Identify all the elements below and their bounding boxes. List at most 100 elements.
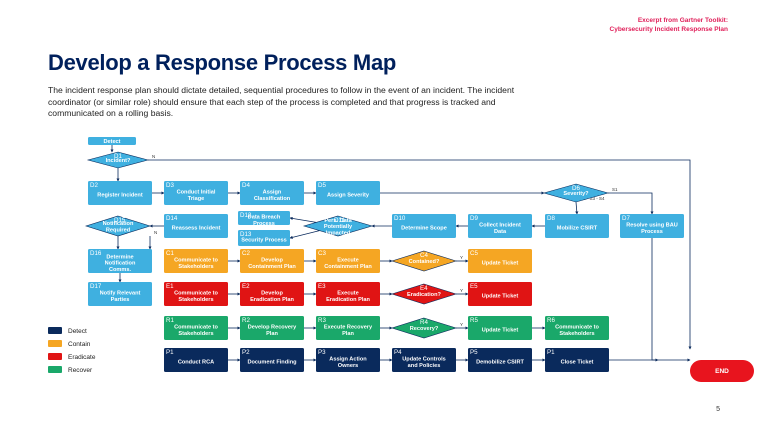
node-label: Conduct RCA bbox=[178, 360, 214, 366]
node-shape bbox=[542, 183, 610, 203]
edge-line bbox=[651, 238, 659, 362]
node-code: C2 bbox=[242, 250, 250, 257]
node-label-line: Determine Scope bbox=[401, 226, 447, 232]
node-label: Detect bbox=[103, 139, 120, 145]
node-label-line: Potentially bbox=[324, 224, 353, 230]
edge-line bbox=[575, 201, 579, 215]
page-number: 5 bbox=[716, 406, 720, 413]
node-code: D17 bbox=[90, 283, 102, 290]
node-label-line: Develop Recovery bbox=[248, 325, 297, 331]
edge-E4-E5: Y bbox=[456, 288, 469, 296]
node-label-line: Register Incident bbox=[97, 193, 143, 199]
node-code: D6 bbox=[572, 185, 580, 192]
node-label-line: Determine bbox=[106, 255, 133, 261]
node-label-line: Resolve using BAU bbox=[626, 223, 678, 229]
node-label-line: Conduct RCA bbox=[178, 360, 214, 366]
node-shape bbox=[240, 316, 304, 340]
node-shape bbox=[240, 348, 304, 372]
node-code: E4 bbox=[420, 285, 428, 292]
node-code: R2 bbox=[242, 317, 250, 324]
node-shape bbox=[164, 181, 228, 205]
node-code: D2 bbox=[90, 182, 98, 189]
legend-label: Recover bbox=[68, 367, 93, 374]
node-label: Register Incident bbox=[97, 193, 143, 199]
node-label-line: Reassess Incident bbox=[172, 226, 221, 232]
page-title: Develop a Response Process Map bbox=[48, 50, 397, 75]
edge-label: Y bbox=[460, 322, 463, 327]
node-label-line: Severity? bbox=[563, 191, 589, 197]
node-code: E5 bbox=[470, 283, 478, 290]
node-label-line: Triage bbox=[188, 196, 204, 202]
node-label-line: Develop bbox=[261, 258, 283, 264]
node-label-line: Stakeholders bbox=[178, 331, 213, 337]
node-label-line: Notification bbox=[103, 221, 134, 227]
node-shape bbox=[84, 215, 152, 237]
legend-swatch bbox=[48, 366, 62, 373]
node-shape bbox=[240, 282, 304, 306]
node-label: Determine Scope bbox=[401, 226, 447, 232]
node-label-line: Stakeholders bbox=[559, 331, 594, 337]
node-shape bbox=[238, 230, 290, 246]
node-label-line: Collect Incident bbox=[479, 223, 521, 229]
intro-paragraph: The incident response plan should dictat… bbox=[48, 85, 515, 119]
node-code: D13 bbox=[240, 231, 252, 238]
node-code: C3 bbox=[318, 250, 326, 257]
node-code: D5 bbox=[318, 182, 326, 189]
node-shape bbox=[468, 316, 532, 340]
edge-label: N bbox=[154, 230, 157, 235]
edge-line bbox=[608, 192, 654, 215]
node-label-line: Assign Severity bbox=[327, 193, 370, 199]
node-label: Mobilize CSIRT bbox=[557, 226, 598, 232]
node-label-line: Impacted bbox=[326, 230, 351, 236]
node-code: R1 bbox=[166, 317, 174, 324]
node-label-line: Document Finding bbox=[247, 360, 297, 366]
node-code: D14 bbox=[166, 215, 178, 222]
excerpt-line-2: Cybersecurity Incident Response Plan bbox=[609, 26, 728, 33]
edge-label: N bbox=[152, 154, 155, 159]
node-label-line: Stakeholders bbox=[178, 264, 213, 270]
node-code: R3 bbox=[318, 317, 326, 324]
node-label: Severity? bbox=[563, 191, 589, 197]
legend-swatch bbox=[48, 353, 62, 360]
node-code: P5 bbox=[470, 349, 478, 356]
node-code: P3 bbox=[318, 349, 326, 356]
node-label: Eradication? bbox=[407, 292, 441, 298]
node-label-line: Update Controls bbox=[402, 357, 446, 363]
node-code: D11 bbox=[334, 217, 345, 224]
node-label: Incident? bbox=[106, 158, 131, 164]
node-label-line: Eradication Plan bbox=[250, 297, 294, 303]
excerpt-note: Excerpt from Gartner Toolkit: Cybersecur… bbox=[610, 16, 728, 34]
node-shape bbox=[238, 211, 290, 225]
legend-item-recover: Recover bbox=[48, 366, 93, 374]
excerpt-line-1: Excerpt from Gartner Toolkit: bbox=[637, 17, 728, 24]
node-code: R6 bbox=[547, 317, 555, 324]
node-label-line: Notify Relevant bbox=[100, 291, 141, 297]
